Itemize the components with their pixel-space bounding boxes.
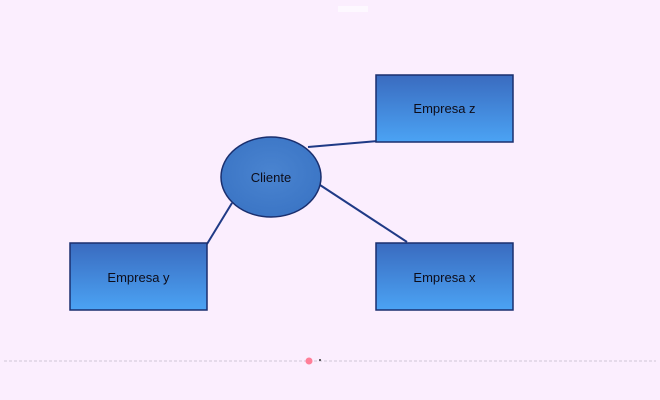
node-empresa-z-label: Empresa z [413, 101, 475, 116]
node-empresa-z[interactable]: Empresa z [375, 74, 514, 143]
node-cliente-label: Cliente [251, 170, 291, 185]
top-faint-mark [338, 6, 368, 12]
node-empresa-y-label: Empresa y [107, 270, 170, 285]
node-cliente-shape[interactable] [220, 136, 322, 218]
node-empresa-y[interactable]: Empresa y [69, 242, 208, 311]
marker-point [319, 359, 321, 361]
node-empresa-z-shape[interactable] [375, 74, 514, 143]
node-empresa-y-shape[interactable] [69, 242, 208, 311]
connector-cliente-empresa-x [319, 184, 408, 243]
connector-cliente-empresa-y [206, 202, 233, 245]
node-empresa-x[interactable]: Empresa x [375, 242, 514, 311]
node-empresa-x-shape[interactable] [375, 242, 514, 311]
marker-dot [305, 357, 313, 365]
node-empresa-x-label: Empresa x [413, 270, 476, 285]
node-cliente[interactable]: Cliente [220, 136, 322, 218]
connector-cliente-empresa-z [307, 140, 379, 148]
